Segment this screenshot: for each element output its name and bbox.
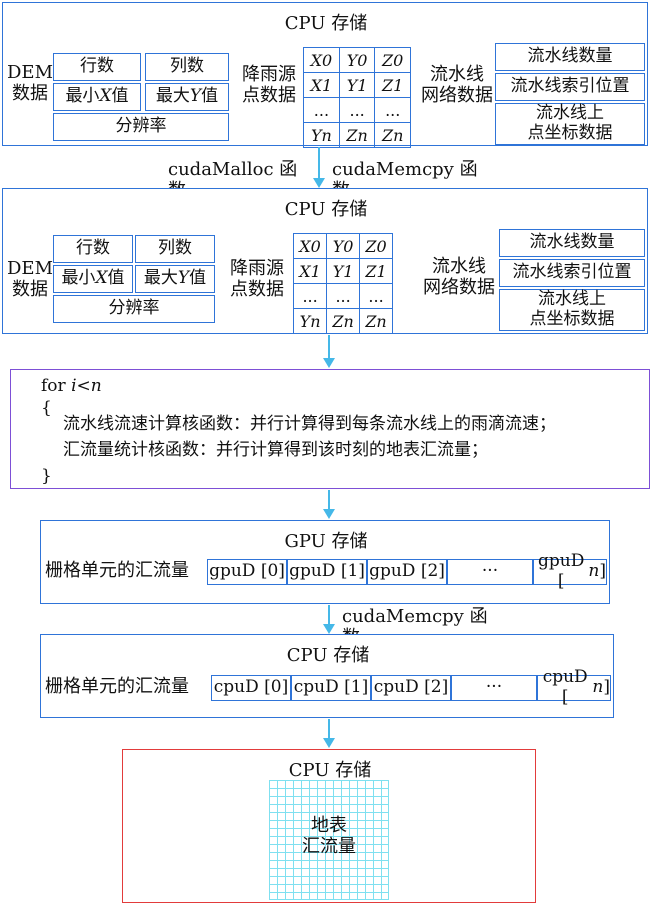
panel-title: CPU 存储 (284, 13, 368, 34)
rain-cell: X1 (292, 258, 328, 284)
stream-index: 流水线索引位置 (499, 259, 645, 287)
gpu-cell: gpuD [1] (287, 559, 367, 585)
gpu-cell: gpuD [2] (367, 559, 447, 585)
rain-cell: X0 (303, 47, 340, 73)
arrow-5-head (323, 738, 335, 748)
rain-cell: X0 (292, 233, 328, 259)
arrow-5-line (328, 719, 330, 739)
stream-label: 流水线 网络数据 (423, 256, 495, 298)
rain-cell: Z0 (359, 233, 393, 259)
rain-cell: Zn (326, 308, 361, 334)
rain-cell: ... (303, 97, 340, 123)
rain-cell: Zn (359, 308, 393, 334)
dem-cols: 列数 (145, 53, 229, 81)
grid-flow-label: 栅格单元的汇流量 (45, 676, 189, 697)
arrow-4-head (323, 624, 335, 634)
gpu-cell: ··· (447, 559, 533, 585)
cpu-cell: cpuD [2] (371, 675, 451, 701)
stream-count: 流水线数量 (499, 229, 645, 257)
dem-cols: 列数 (135, 235, 215, 263)
rain-cell: ... (338, 97, 376, 123)
surface-grid (269, 780, 389, 900)
cpu-storage-panel-3: CPU 存储 栅格单元的汇流量 cpuD [0] cpuD [1] cpuD [… (40, 634, 614, 718)
rain-label: 降雨源 点数据 (242, 64, 296, 106)
rain-cell: Y1 (338, 72, 376, 98)
dem-rows: 行数 (53, 235, 133, 263)
cpu-cell: cpuD [0] (211, 675, 291, 701)
arrow-2-head (323, 358, 335, 368)
gpu-storage-panel: GPU 存储 栅格单元的汇流量 gpuD [0] gpuD [1] gpuD [… (40, 520, 610, 604)
dem-label: DEM 数据 (7, 62, 54, 104)
rain-cell: Y0 (338, 47, 376, 73)
gpu-panel-title: GPU 存储 (284, 531, 368, 552)
panel-title: CPU 存储 (286, 645, 370, 666)
panel-title: CPU 存储 (284, 199, 368, 220)
rain-cell: ... (326, 283, 361, 309)
stream-points: 流水线上 点坐标数据 (499, 289, 645, 331)
gpu-cell: gpuD [0] (207, 559, 287, 585)
rain-cell: Zn (338, 122, 376, 148)
arrow-2-line (328, 335, 330, 359)
rain-cell: Yn (292, 308, 328, 334)
stream-index: 流水线索引位置 (495, 73, 645, 101)
cpu-cell-last: cpuD [n] (537, 668, 611, 707)
rain-cell: Z0 (374, 47, 411, 73)
dem-label: DEM 数据 (7, 258, 54, 300)
stream-points: 流水线上 点坐标数据 (495, 103, 645, 145)
dem-resolution: 分辨率 (53, 295, 215, 323)
panel-title: CPU 存储 (288, 760, 372, 781)
rain-cell: ... (292, 283, 328, 309)
rain-cell: ... (359, 283, 393, 309)
loop-line-2: 汇流量统计核函数：并行计算得到该时刻的地表汇流量； (63, 440, 488, 460)
loop-close-brace: } (41, 466, 52, 486)
loop-line-1: 流水线流速计算核函数：并行计算得到每条流水线上的雨滴流速； (63, 414, 556, 434)
rain-cell: ... (374, 97, 411, 123)
rain-cell: Y1 (326, 258, 361, 284)
arrow-1-head (313, 178, 325, 188)
cpu-cell: ··· (451, 675, 537, 701)
rain-cell: Z1 (374, 72, 411, 98)
dem-rows: 行数 (53, 53, 141, 81)
rain-cell: Zn (374, 122, 411, 148)
rain-cell: Y0 (326, 233, 361, 259)
surface-flow-label: 地表 汇流量 (302, 815, 356, 857)
rain-cell: Z1 (359, 258, 393, 284)
dem-resolution: 分辨率 (53, 113, 229, 141)
arrow-1-line (318, 147, 320, 179)
arrow-3-head (323, 509, 335, 519)
stream-count: 流水线数量 (495, 43, 645, 71)
stream-label: 流水线 网络数据 (421, 64, 493, 106)
arrow-4-line (328, 605, 330, 625)
loop-header: for i<n (41, 376, 102, 396)
rain-cell: X1 (303, 72, 340, 98)
kernel-loop-box: for i<n { 流水线流速计算核函数：并行计算得到每条流水线上的雨滴流速； … (10, 369, 650, 489)
cpu-cell: cpuD [1] (291, 675, 371, 701)
arrow-3-line (328, 490, 330, 510)
surface-flow-panel: CPU 存储 地表 汇流量 (122, 749, 536, 903)
gpu-cell-last: gpuD [n] (533, 552, 607, 591)
grid-flow-label: 栅格单元的汇流量 (45, 560, 189, 581)
loop-open-brace: { (41, 398, 52, 418)
rain-cell: Yn (303, 122, 340, 148)
rain-label: 降雨源 点数据 (230, 258, 284, 300)
